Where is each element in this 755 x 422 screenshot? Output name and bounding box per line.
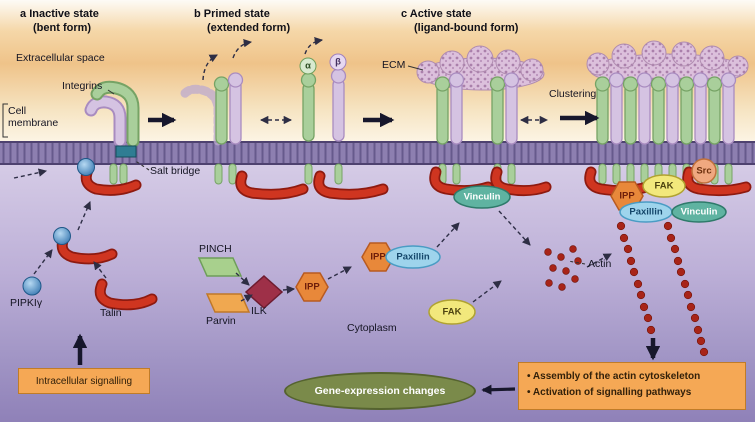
extracellular-space-label: Extracellular space bbox=[16, 52, 105, 64]
alpha-subunit-badge bbox=[299, 57, 317, 75]
cytoplasm-label: Cytoplasm bbox=[347, 322, 397, 334]
bent-integrin bbox=[84, 80, 140, 148]
cell-membrane-label: Cell membrane bbox=[8, 105, 59, 130]
solid-arrows bbox=[72, 110, 661, 395]
paxillin-label-right: Paxillin bbox=[629, 206, 663, 218]
ipp-hexagon-mid1 bbox=[295, 272, 329, 302]
ilk-label: ILK bbox=[251, 305, 267, 317]
outcomes-box: • Assembly of the actin cytoskeleton • A… bbox=[518, 362, 746, 410]
panel-c-title: c Active state (ligand-bound form) bbox=[401, 8, 519, 34]
vinculin-label-right: Vinculin bbox=[680, 206, 718, 218]
pipki-sphere bbox=[22, 276, 42, 296]
panel-b-letter: b bbox=[194, 8, 201, 20]
label-pointers bbox=[2, 65, 424, 138]
salt-bridge-box bbox=[115, 145, 137, 158]
pipki-label: PIPKIγ bbox=[10, 297, 43, 309]
panel-c-letter: c bbox=[401, 8, 408, 20]
panel-a-letter: a bbox=[20, 8, 27, 20]
ipp-label-mid2: IPP bbox=[370, 251, 386, 263]
clustering-label: Clustering bbox=[549, 88, 597, 100]
vinculin-ellipse-right bbox=[671, 201, 727, 223]
src-label: Src bbox=[696, 165, 712, 177]
panel-a-title: a Inactive state (bent form) bbox=[20, 8, 99, 34]
panel-a-subtitle: (bent form) bbox=[33, 21, 92, 34]
actin-label: Actin bbox=[588, 258, 612, 270]
integrin-pair-cluster-4 bbox=[678, 72, 709, 145]
parvin-label: Parvin bbox=[206, 315, 236, 327]
paxillin-ellipse-mid bbox=[385, 245, 441, 269]
ipp-hexagon-mid2 bbox=[361, 242, 395, 272]
vinculin-label-mid: Vinculin bbox=[463, 191, 501, 203]
ipp-label-right: IPP bbox=[619, 190, 635, 202]
gene-expression-ellipse: Gene-expression changes bbox=[284, 372, 476, 410]
paxillin-label-mid: Paxillin bbox=[396, 251, 430, 263]
salt-bridge-label: Salt bridge bbox=[150, 165, 201, 177]
talin-label: Talin bbox=[100, 307, 122, 319]
integrin-pair-bound-2 bbox=[489, 72, 520, 145]
panel-c-subtitle: (ligand-bound form) bbox=[414, 21, 519, 34]
dashed-arrows bbox=[13, 36, 612, 303]
beta-subunit-badge bbox=[329, 53, 347, 71]
ipp-label-mid1: IPP bbox=[304, 281, 320, 293]
integrin-pair-separated bbox=[299, 53, 347, 142]
intracellular-signalling-box: Intracellular signalling bbox=[18, 368, 150, 394]
talin-head-sphere-2 bbox=[53, 227, 71, 245]
actin-filament-2 bbox=[663, 221, 709, 357]
ilk-shape bbox=[244, 274, 284, 310]
parvin-shape bbox=[205, 293, 251, 313]
actin-monomers bbox=[544, 245, 582, 291]
ecm-label: ECM bbox=[382, 59, 406, 71]
vinculin-ellipse-mid bbox=[453, 185, 511, 209]
pinch-label: PINCH bbox=[199, 243, 232, 255]
pinch-shape bbox=[197, 257, 243, 277]
actin-filament-1 bbox=[616, 221, 656, 335]
fak-ellipse-right bbox=[642, 174, 686, 198]
integrin-pair-bound-1 bbox=[434, 72, 465, 145]
fak-ellipse-mid bbox=[428, 299, 476, 325]
integrin-pair-cluster-3 bbox=[650, 72, 681, 145]
outcome-bullet-1: • Assembly of the actin cytoskeleton bbox=[527, 371, 701, 382]
alpha-subunit-label: α bbox=[305, 60, 311, 72]
panel-b-subtitle: (extended form) bbox=[207, 21, 291, 34]
fak-label-mid: FAK bbox=[442, 306, 462, 318]
src-circle bbox=[691, 158, 717, 184]
integrin-pair-cluster-5 bbox=[706, 72, 737, 145]
outcome-bullet-2: • Activation of signalling pathways bbox=[527, 386, 692, 398]
integrin-tails bbox=[109, 163, 733, 185]
integrin-pair-primed bbox=[213, 72, 244, 145]
talin-shapes bbox=[56, 164, 752, 311]
integrin-pair-cluster-2 bbox=[622, 72, 653, 145]
integrins-label: Integrins bbox=[62, 80, 103, 92]
integrin-pair-cluster-1 bbox=[594, 72, 625, 145]
cell-membrane-band bbox=[0, 141, 755, 165]
fak-label-right: FAK bbox=[654, 180, 674, 192]
panel-b-title: b Primed state (extended form) bbox=[194, 8, 291, 34]
ghost-bent-integrin bbox=[178, 84, 223, 146]
talin-head-sphere-1 bbox=[77, 158, 95, 176]
beta-subunit-label: β bbox=[335, 56, 341, 68]
